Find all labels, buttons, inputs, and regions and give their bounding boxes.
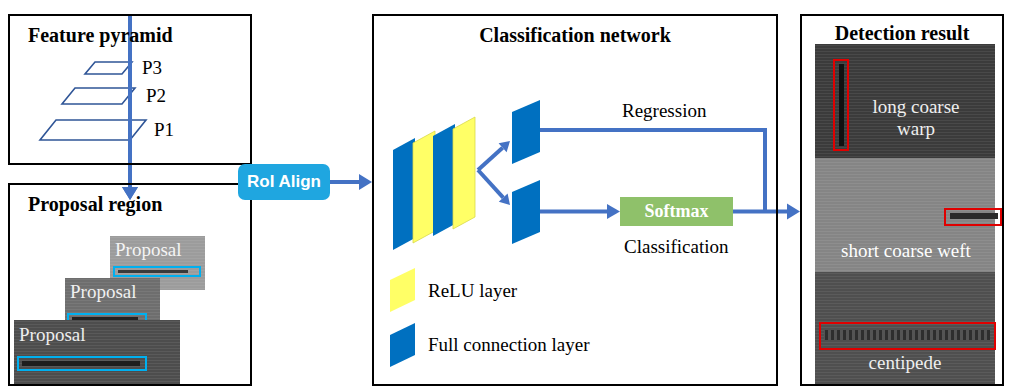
legend-swatch — [390, 268, 415, 312]
legend-swatch — [390, 323, 415, 367]
node-text: Proposal — [19, 324, 134, 346]
defect-band: long coarse warp — [855, 96, 977, 146]
arrow-head — [607, 204, 620, 219]
node-text: Softmax — [645, 201, 709, 222]
defect-mark — [824, 330, 990, 340]
legend-text: Full connection layer — [428, 334, 589, 356]
flow-line — [478, 170, 503, 198]
proposal-image: Proposal — [65, 280, 160, 310]
flow-line — [478, 148, 503, 170]
node-text: Feature pyramid — [28, 24, 250, 47]
level-label: P2 — [146, 85, 166, 107]
flow-arrow — [330, 174, 372, 190]
branch-label: Classification — [624, 236, 728, 258]
node-text: Classification network — [374, 24, 776, 47]
panel-box: Feature pyramid — [8, 14, 252, 165]
node-text: Proposal region — [28, 193, 250, 216]
defect-texture — [824, 330, 990, 340]
flow-line — [733, 210, 787, 214]
fc-layer — [512, 100, 540, 164]
flow-line — [540, 210, 608, 214]
detection-box — [834, 60, 848, 150]
fc-layer — [433, 124, 455, 236]
panel-box: Classification networkSoftmax — [372, 14, 778, 386]
node-text: Detection result — [802, 22, 1002, 45]
proposal-image: Proposal — [110, 238, 205, 266]
fabric-image — [14, 320, 180, 384]
defect-band: centipede — [840, 352, 970, 378]
process-box: Softmax — [620, 197, 733, 226]
arrow-head — [499, 141, 510, 152]
level-label: P1 — [154, 119, 174, 141]
level-label: P3 — [142, 57, 162, 79]
relu-layer — [413, 131, 435, 243]
defect-mark — [950, 213, 998, 219]
node-text: short coarse weft — [817, 240, 995, 262]
proposal-box — [18, 357, 146, 370]
defect-band: short coarse weft — [817, 240, 995, 266]
branch-label: Regression — [622, 100, 706, 122]
flow-arrow — [733, 204, 800, 220]
arrow-head — [787, 204, 800, 220]
pyramid-level — [85, 62, 132, 74]
proposal-image: Proposal — [14, 323, 134, 353]
node-text: Proposal — [70, 281, 160, 303]
arrow-head — [359, 174, 372, 190]
detection-box — [820, 323, 995, 349]
fc-layer — [512, 180, 540, 244]
process-box: RoI Align — [238, 164, 330, 200]
node-text: Proposal — [115, 239, 205, 261]
detection-box — [945, 209, 1001, 225]
legend-text: ReLU layer — [428, 280, 517, 302]
relu-layer — [453, 117, 475, 229]
fc-layer — [393, 138, 415, 250]
panel-box: Proposal regionProposalProposalProposal — [8, 183, 252, 386]
flow-line — [330, 180, 359, 184]
fabric-texture — [14, 320, 180, 384]
node-text: long coarse warp — [855, 96, 977, 140]
arrow-head — [499, 194, 510, 205]
defect-mark — [839, 64, 844, 146]
node-text: RoI Align — [247, 172, 321, 192]
node-text: centipede — [840, 352, 970, 374]
defect-mark — [22, 361, 140, 366]
pyramid-level — [62, 88, 135, 104]
proposal-box — [114, 267, 200, 276]
defect-mark — [118, 270, 188, 273]
panel-box: Detection result long coarse warp short co… — [800, 14, 1004, 386]
